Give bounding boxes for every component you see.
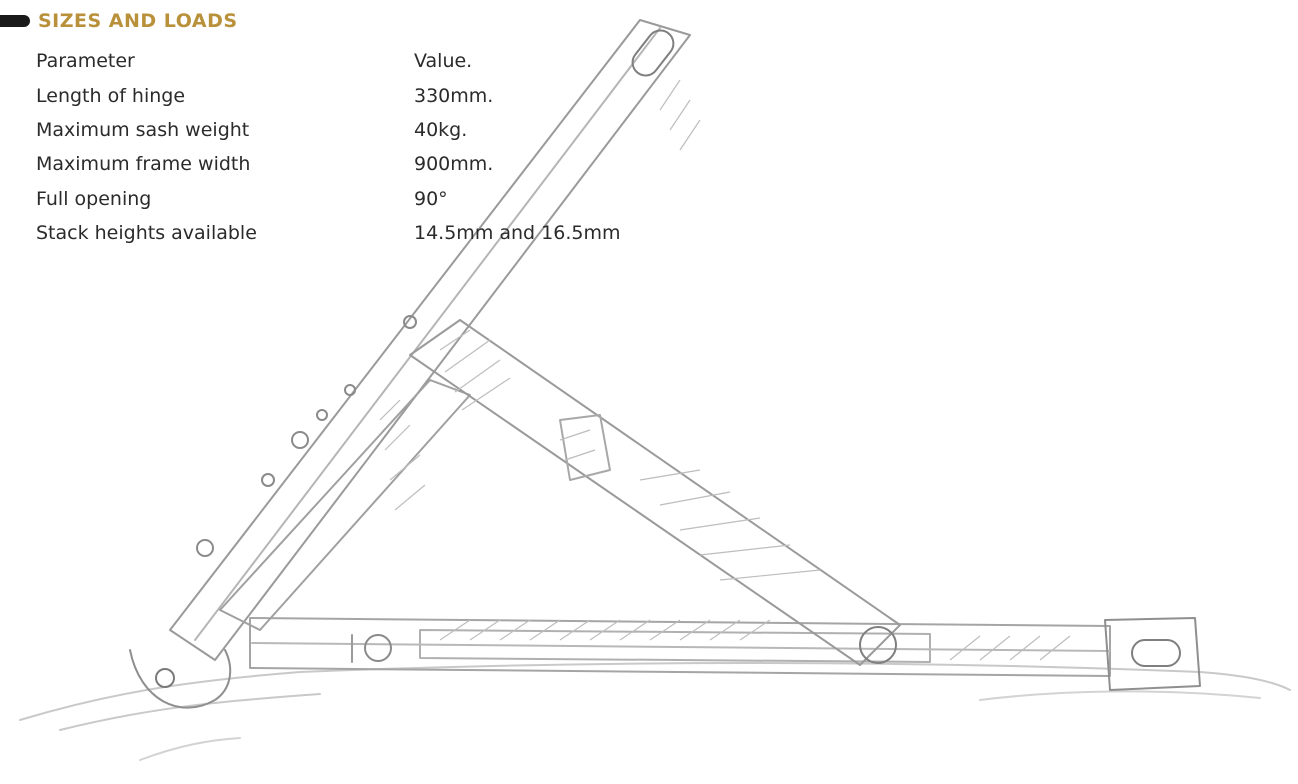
table-row: Length of hinge 330mm. xyxy=(36,78,734,112)
row-parameter: Stack heights available xyxy=(36,222,257,245)
row-value: 40kg. xyxy=(414,118,468,141)
row-value: 900mm. xyxy=(414,153,494,176)
table-row: Maximum sash weight 40kg. xyxy=(36,113,734,147)
row-parameter: Maximum sash weight xyxy=(36,118,250,141)
row-parameter: Maximum frame width xyxy=(36,153,251,176)
section-title: SIZES AND LOADS xyxy=(38,10,238,32)
section-header: SIZES AND LOADS xyxy=(0,8,238,34)
table-header-row: Parameter Value. xyxy=(36,44,734,78)
table-row: Stack heights available 14.5mm and 16.5m… xyxy=(36,216,734,250)
table-header-value: Value. xyxy=(414,50,473,73)
sizes-and-loads-table: Parameter Value. Length of hinge 330mm. … xyxy=(36,44,734,250)
table-row: Full opening 90° xyxy=(36,182,734,216)
table-row: Maximum frame width 900mm. xyxy=(36,147,734,181)
section-bullet-icon xyxy=(0,15,30,27)
row-parameter: Length of hinge xyxy=(36,84,186,107)
row-parameter: Full opening xyxy=(36,187,152,210)
row-value: 90° xyxy=(414,187,448,210)
table-header-parameter: Parameter xyxy=(36,50,135,73)
row-value: 330mm. xyxy=(414,84,494,107)
row-value: 14.5mm and 16.5mm xyxy=(414,222,621,245)
